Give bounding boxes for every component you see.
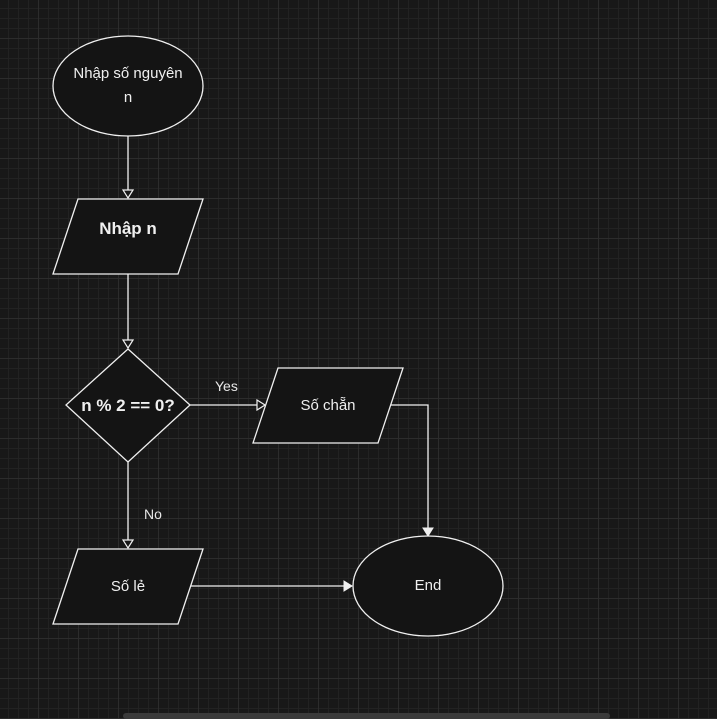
start-node[interactable]: [52, 35, 204, 137]
input-node[interactable]: [52, 198, 204, 275]
odd-output-node[interactable]: [52, 548, 204, 625]
even-output-node[interactable]: [252, 367, 404, 444]
horizontal-scrollbar[interactable]: [123, 713, 610, 719]
yes-edge-label: Yes: [215, 378, 238, 394]
decision-node[interactable]: [65, 348, 191, 463]
end-node[interactable]: [352, 535, 504, 637]
connector-even-to-end[interactable]: [390, 404, 434, 537]
no-edge-label: No: [144, 506, 162, 522]
